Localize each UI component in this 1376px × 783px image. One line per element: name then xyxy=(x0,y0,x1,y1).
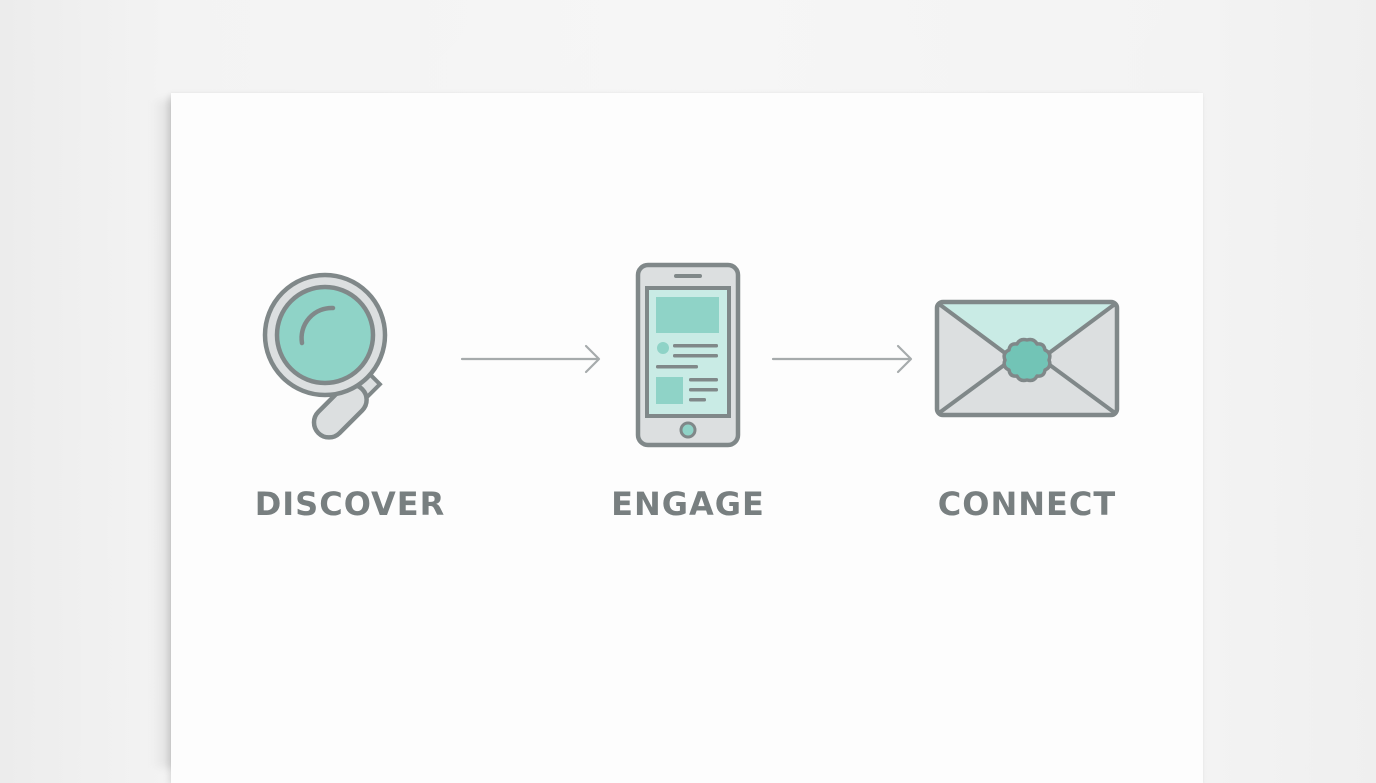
arrow-right-icon xyxy=(460,344,601,374)
step-label-connect: CONNECT xyxy=(937,485,1117,523)
arrow-right-icon xyxy=(771,344,913,374)
step-label-discover: DISCOVER xyxy=(254,485,446,523)
envelope-icon xyxy=(934,299,1120,418)
smartphone-icon xyxy=(635,262,741,448)
magnifying-glass-icon xyxy=(262,272,388,440)
step-label-engage: ENGAGE xyxy=(611,485,765,523)
